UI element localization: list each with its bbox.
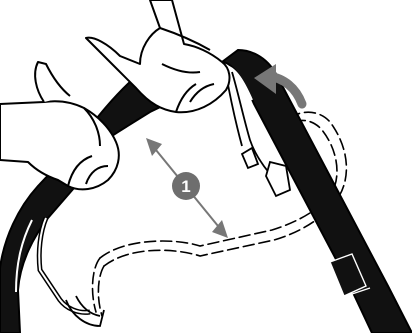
lower-hand xyxy=(0,62,119,189)
callout-label: 1 xyxy=(181,177,190,196)
upper-hand xyxy=(86,0,229,112)
callout-badge: 1 xyxy=(172,172,200,200)
right-handle-tube xyxy=(222,50,412,333)
